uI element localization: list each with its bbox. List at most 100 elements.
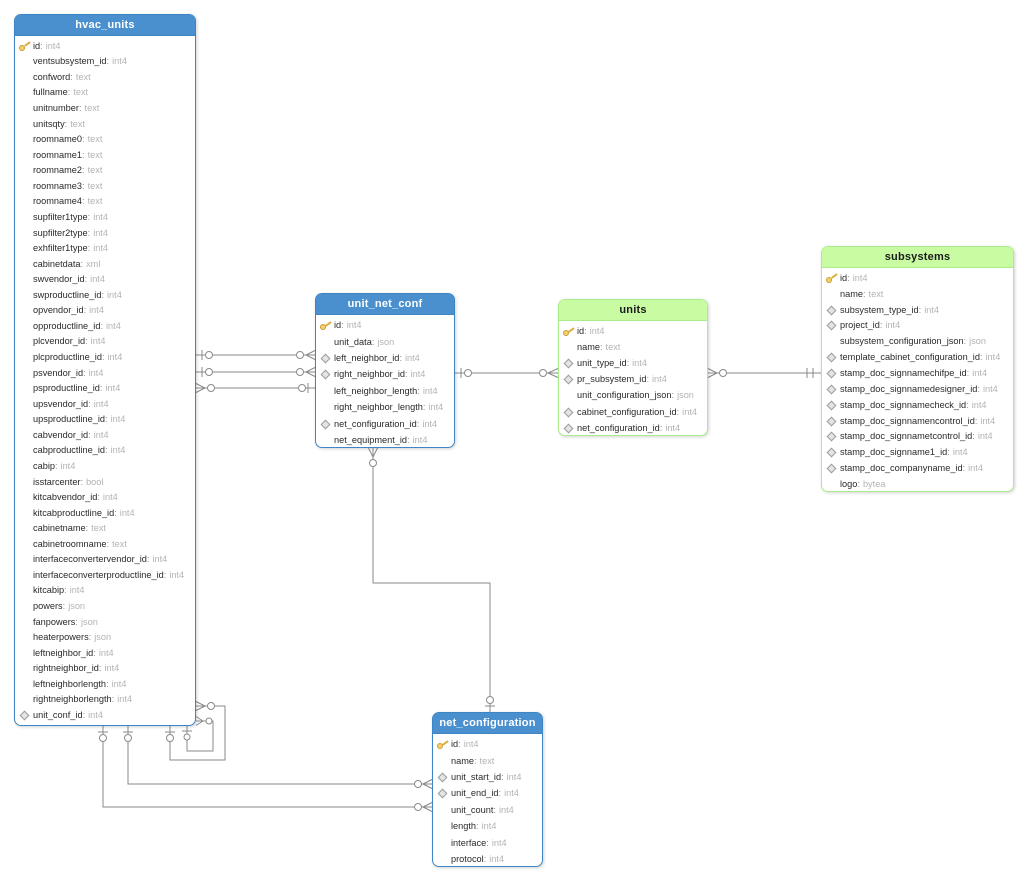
table-row[interactable]: roomname1 text — [15, 147, 195, 163]
table-row[interactable]: subsystem_type_id int4 — [822, 302, 1013, 318]
table-row[interactable]: unit_count int4 — [433, 802, 542, 818]
table-row[interactable]: stamp_doc_signnamedesigner_id int4 — [822, 381, 1013, 397]
table-row[interactable]: project_id int4 — [822, 318, 1013, 334]
table-row[interactable]: fullname text — [15, 85, 195, 101]
table-row[interactable]: cabinetname text — [15, 520, 195, 536]
table-row[interactable]: unitsqty text — [15, 116, 195, 132]
table-row[interactable]: leftneighbor_id int4 — [15, 645, 195, 661]
table-row[interactable]: name text — [433, 752, 542, 768]
table-row[interactable]: net_configuration_id int4 — [559, 420, 707, 436]
table-row[interactable]: right_neighbor_length int4 — [316, 399, 454, 415]
no-icon — [825, 478, 840, 490]
table-row[interactable]: upsproductline_id int4 — [15, 412, 195, 428]
table-row[interactable]: pr_subsystem_id int4 — [559, 371, 707, 387]
table-row[interactable]: cabip int4 — [15, 458, 195, 474]
no-icon — [319, 434, 334, 446]
table-row[interactable]: roomname4 text — [15, 194, 195, 210]
column-name: confword — [33, 72, 73, 82]
table-row[interactable]: stamp_doc_signnamecheck_id int4 — [822, 397, 1013, 413]
table-row[interactable]: left_neighbor_id int4 — [316, 350, 454, 366]
table-row[interactable]: net_equipment_id int4 — [316, 432, 454, 448]
column-type: json — [377, 336, 395, 347]
table-row[interactable]: stamp_doc_signnametcontrol_id int4 — [822, 428, 1013, 444]
table-row[interactable]: roomname3 text — [15, 178, 195, 194]
table-row[interactable]: opproductline_id int4 — [15, 318, 195, 334]
table-row[interactable]: fanpowers json — [15, 614, 195, 630]
table-row[interactable]: supfilter2type int4 — [15, 225, 195, 241]
table-row[interactable]: id int4 — [316, 317, 454, 333]
table-row[interactable]: left_neighbor_length int4 — [316, 383, 454, 399]
table-row[interactable]: kitcabproductline_id int4 — [15, 505, 195, 521]
entity-table-hvac-units[interactable]: hvac_units id int4 ventsubsystem_id int4 — [14, 14, 196, 726]
table-row[interactable]: id int4 — [433, 736, 542, 752]
table-row[interactable]: psproductline_id int4 — [15, 380, 195, 396]
table-row[interactable]: unit_conf_id int4 — [15, 707, 195, 723]
table-row[interactable]: cabvendor_id int4 — [15, 427, 195, 443]
table-header-net-configuration[interactable]: net_configuration — [433, 713, 542, 734]
table-row[interactable]: kitcabvendor_id int4 — [15, 489, 195, 505]
table-row[interactable]: roomname0 text — [15, 131, 195, 147]
table-row[interactable]: unit_start_id int4 — [433, 769, 542, 785]
entity-table-subsystems[interactable]: subsystems id int4 name text subsystem_t… — [821, 246, 1014, 492]
column-type: bytea — [862, 478, 886, 489]
table-row[interactable]: rightneighbor_id int4 — [15, 661, 195, 677]
table-row[interactable]: kitcabip int4 — [15, 583, 195, 599]
table-row[interactable]: exhfilter1type int4 — [15, 240, 195, 256]
table-row[interactable]: supfilter1type int4 — [15, 209, 195, 225]
table-row[interactable]: cabinetdata xml — [15, 256, 195, 272]
table-header-unit-net-conf[interactable]: unit_net_conf — [316, 294, 454, 315]
table-row[interactable]: upsvendor_id int4 — [15, 396, 195, 412]
table-row[interactable]: powers json — [15, 598, 195, 614]
table-row[interactable]: stamp_doc_companyname_id int4 — [822, 460, 1013, 476]
entity-table-net-configuration[interactable]: net_configuration id int4 name text unit… — [432, 712, 543, 867]
table-row[interactable]: roomname2 text — [15, 163, 195, 179]
table-row[interactable]: id int4 — [822, 270, 1013, 286]
table-row[interactable]: unit_data json — [316, 333, 454, 349]
table-row[interactable]: interfaceconvertervendor_id int4 — [15, 552, 195, 568]
table-row[interactable]: cabproductline_id int4 — [15, 443, 195, 459]
table-row[interactable]: opvendor_id int4 — [15, 303, 195, 319]
table-row[interactable]: heaterpowers json — [15, 629, 195, 645]
table-row[interactable]: name text — [559, 339, 707, 355]
table-body: id int4 name text unit_start_id int4 — [433, 734, 542, 867]
table-row[interactable]: cabinet_configuration_id int4 — [559, 403, 707, 419]
table-row[interactable]: plcvendor_id int4 — [15, 334, 195, 350]
table-row[interactable]: swvendor_id int4 — [15, 271, 195, 287]
column-name: leftneighbor_id — [33, 648, 96, 658]
table-header-units[interactable]: units — [559, 300, 707, 321]
table-row[interactable]: cabinetroomname text — [15, 536, 195, 552]
table-row[interactable]: isstarcenter bool — [15, 474, 195, 490]
table-row[interactable]: plcproductline_id int4 — [15, 349, 195, 365]
table-row[interactable]: rightneighborlength int4 — [15, 692, 195, 708]
table-row[interactable]: swproductline_id int4 — [15, 287, 195, 303]
table-row[interactable]: unit_end_id int4 — [433, 785, 542, 801]
table-row[interactable]: ventsubsystem_id int4 — [15, 54, 195, 70]
table-row[interactable]: interfaceconverterproductline_id int4 — [15, 567, 195, 583]
entity-table-units[interactable]: units id int4 name text unit_type_id — [558, 299, 708, 436]
table-row[interactable]: template_cabinet_configuration_id int4 — [822, 349, 1013, 365]
column-name: psvendor_id — [33, 368, 86, 378]
table-row[interactable]: stamp_doc_signnamechifpe_id int4 — [822, 365, 1013, 381]
table-row[interactable]: id int4 — [559, 323, 707, 339]
table-row[interactable]: subsystem_configuration_json json — [822, 333, 1013, 349]
table-row[interactable]: interface int4 — [433, 834, 542, 850]
table-row[interactable]: name text — [822, 286, 1013, 302]
table-row[interactable]: unitnumber text — [15, 100, 195, 116]
table-row[interactable]: protocol int4 — [433, 851, 542, 867]
table-row[interactable]: leftneighborlength int4 — [15, 676, 195, 692]
table-row[interactable]: id int4 — [15, 38, 195, 54]
table-header-hvac-units[interactable]: hvac_units — [15, 15, 195, 36]
table-row[interactable]: net_configuration_id int4 — [316, 415, 454, 431]
column-name: name — [577, 342, 603, 352]
table-row[interactable]: unit_configuration_json json — [559, 387, 707, 403]
table-row[interactable]: psvendor_id int4 — [15, 365, 195, 381]
table-header-subsystems[interactable]: subsystems — [822, 247, 1013, 268]
entity-table-unit-net-conf[interactable]: unit_net_conf id int4 unit_data json lef… — [315, 293, 455, 448]
table-row[interactable]: length int4 — [433, 818, 542, 834]
table-row[interactable]: right_neighbor_id int4 — [316, 366, 454, 382]
table-row[interactable]: logo bytea — [822, 476, 1013, 492]
table-row[interactable]: stamp_doc_signnamencontrol_id int4 — [822, 413, 1013, 429]
table-row[interactable]: confword text — [15, 69, 195, 85]
table-row[interactable]: stamp_doc_signname1_id int4 — [822, 444, 1013, 460]
table-row[interactable]: unit_type_id int4 — [559, 355, 707, 371]
